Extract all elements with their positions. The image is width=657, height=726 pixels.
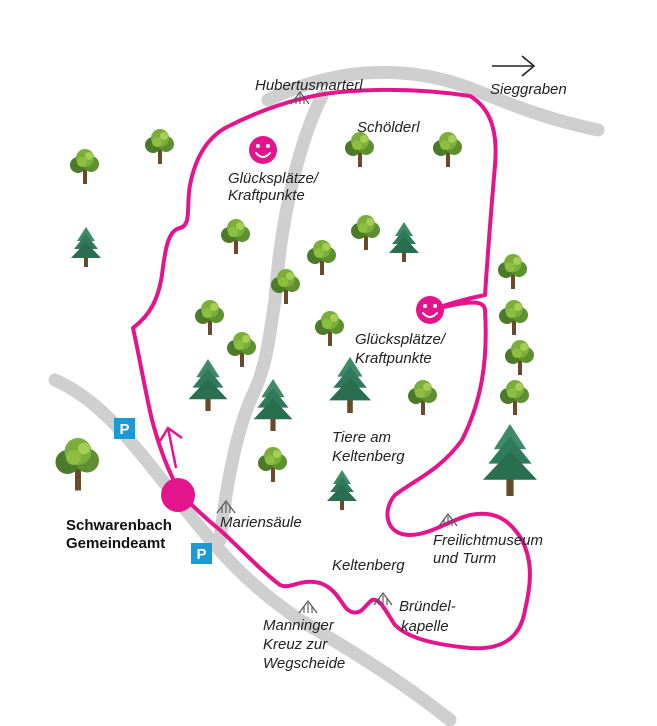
arrow-up-icon	[158, 426, 183, 469]
parking-icon: P	[191, 543, 212, 564]
tree	[315, 311, 344, 346]
fir	[482, 423, 537, 496]
tree	[307, 240, 336, 275]
label-tiere-line2: Keltenberg	[332, 448, 405, 465]
tree	[195, 300, 224, 335]
tree	[351, 215, 380, 250]
tree	[408, 380, 437, 415]
label-freilicht-line1: Freilichtmuseum	[433, 532, 543, 549]
fir	[389, 222, 419, 262]
tree	[500, 380, 529, 415]
tree	[345, 132, 374, 167]
label-keltenberg: Keltenberg	[332, 557, 405, 574]
smiley-icon	[249, 136, 277, 164]
road-north	[261, 65, 605, 137]
label-manninger-line3: Wegscheide	[263, 655, 345, 672]
tree	[70, 149, 99, 184]
parking-label: P	[196, 546, 206, 563]
tree	[505, 340, 534, 375]
tree	[145, 129, 174, 164]
road-central	[213, 89, 329, 547]
tree	[433, 132, 462, 167]
fir	[327, 470, 357, 510]
landmark-icon	[298, 600, 318, 614]
start-name-line1: Schwarenbach	[66, 517, 172, 534]
parking-icon: P	[114, 418, 135, 439]
tree	[221, 219, 250, 254]
label-schoelderl: Schölderl	[357, 119, 420, 136]
start-point-icon	[161, 478, 195, 512]
tree	[227, 332, 256, 367]
label-manninger-line2: Kreuz zur	[263, 636, 328, 653]
label-bruendel-line1: Bründel-	[399, 598, 456, 615]
label-gluecksplaetze-1-line2: Kraftpunkte	[228, 187, 305, 204]
arrow-right-icon	[492, 55, 536, 77]
label-manninger-line1: Manninger	[263, 617, 335, 634]
tree	[499, 300, 528, 335]
label-bruendel-line2: kapelle	[401, 618, 449, 635]
tree	[55, 438, 99, 491]
fir	[71, 227, 101, 267]
tree	[498, 254, 527, 289]
start-name-line2: Gemeindeamt	[66, 535, 165, 552]
label-hubertusmarterl: Hubertusmarterl	[255, 77, 363, 94]
tree	[258, 447, 287, 482]
label-tiere-line1: Tiere am	[332, 429, 391, 446]
label-gluecksplaetze-2-line1: Glücksplätze/	[355, 331, 447, 348]
label-gluecksplaetze-2-line2: Kraftpunkte	[355, 350, 432, 367]
label-freilicht-line2: und Turm	[433, 550, 496, 567]
label-mariensaeule: Mariensäule	[220, 514, 302, 531]
parking-label: P	[119, 421, 129, 438]
direction-label: Sieggraben	[490, 81, 567, 98]
smiley-icon	[416, 296, 444, 324]
label-gluecksplaetze-1-line1: Glücksplätze/	[228, 170, 320, 187]
fir	[188, 359, 228, 411]
hiking-route	[131, 87, 532, 651]
